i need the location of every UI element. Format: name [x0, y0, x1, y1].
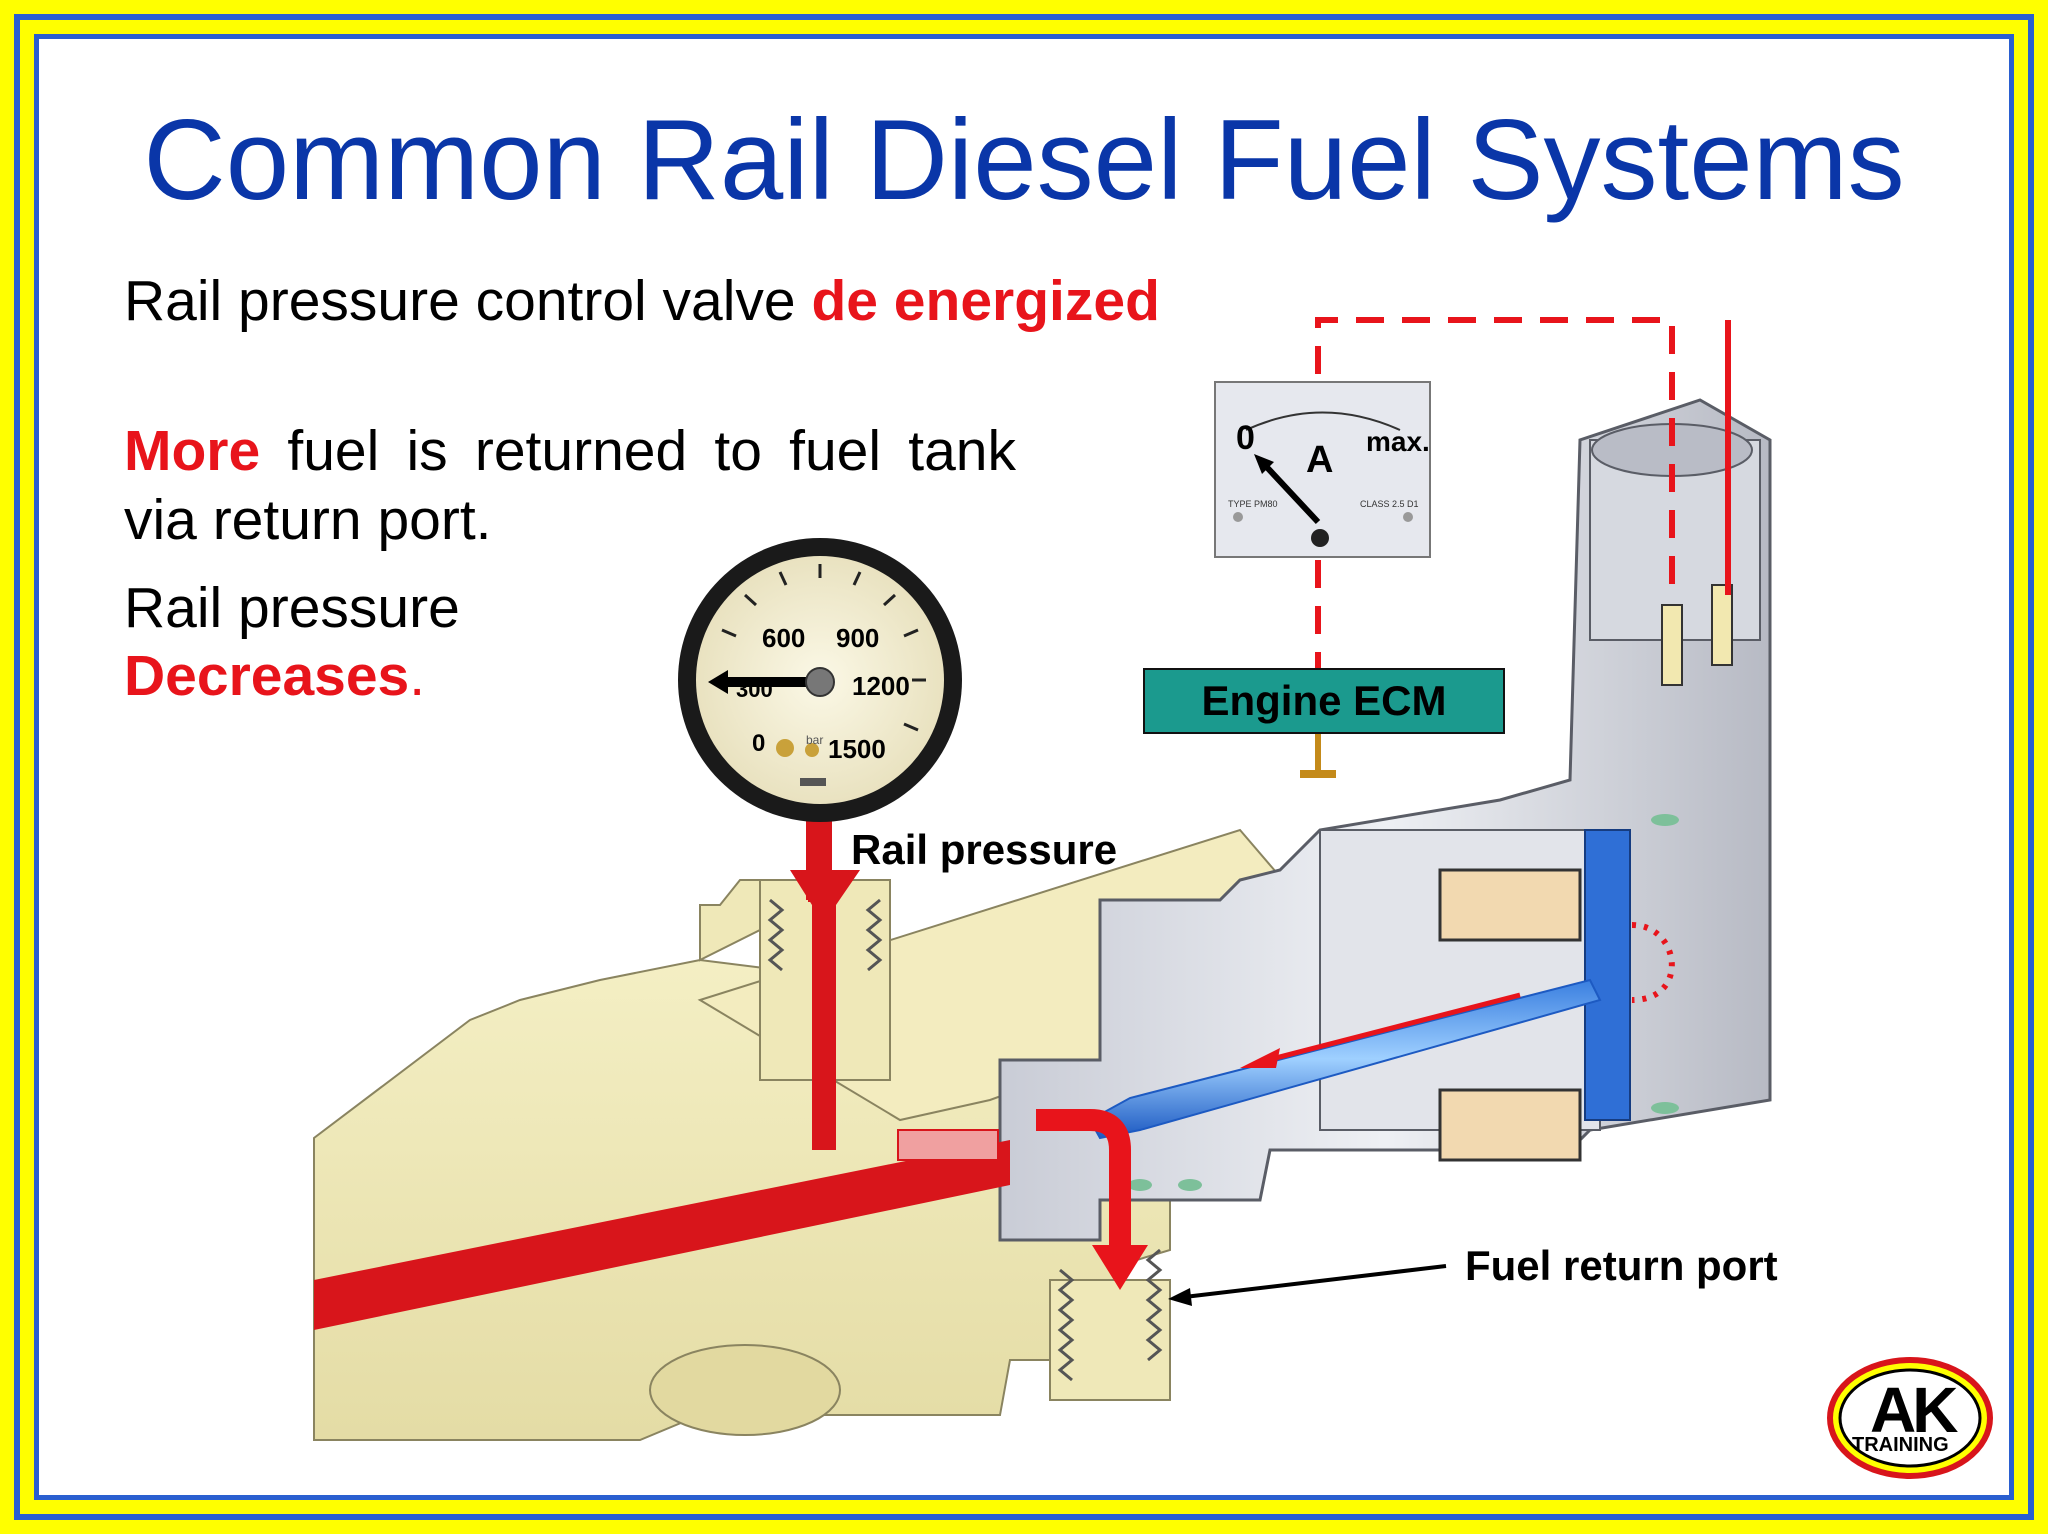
gauge-label-900: 900 — [836, 623, 880, 653]
engine-ecm-label: Engine ECM — [1201, 677, 1447, 724]
return-text-line-2: via return port. — [124, 488, 492, 552]
ak-training-logo — [1827, 1357, 1993, 1479]
outer-blue-frame — [14, 14, 2034, 1520]
page-title: Common Rail Diesel Fuel Systems — [143, 97, 1905, 224]
pressure-gauge — [678, 538, 962, 900]
gauge-label-1500: 1500 — [828, 734, 886, 764]
fuel-return-port-label: Fuel return port — [1465, 1242, 1778, 1289]
ammeter — [1214, 381, 1431, 558]
gauge-unit-label: bar — [806, 733, 824, 747]
return-word-1: fuel — [287, 419, 380, 483]
return-word-3: returned — [474, 419, 688, 483]
return-text-line-1: More fuel is returned to fuel tank — [124, 418, 1016, 484]
return-emphasis: More — [124, 419, 261, 483]
return-word-2: is — [406, 419, 448, 483]
return-word-6: tank — [908, 419, 1016, 483]
pressure-text-line-1: Rail pressure — [124, 576, 460, 640]
pressure-period: . — [409, 644, 426, 708]
pressure-text-line-2: Decreases. — [124, 643, 425, 709]
valve-status-line: Rail pressure control valve de energized — [124, 268, 1160, 334]
valve-status-value: de energized — [811, 269, 1160, 333]
inner-yellow-frame — [20, 20, 2028, 1514]
logo-letters: AK — [1870, 1374, 1958, 1446]
ammeter-max-label: max. — [1366, 426, 1430, 457]
engine-ecm-box: Engine ECM — [1143, 668, 1505, 734]
gauge-label-600: 600 — [762, 623, 806, 653]
return-word-4: to — [714, 419, 762, 483]
return-port-pointer — [1168, 1264, 1447, 1306]
logo-word: TRAINING — [1852, 1434, 1949, 1456]
gauge-label-300: 300 — [736, 677, 773, 702]
gauge-label-1200: 1200 — [852, 671, 910, 701]
ammeter-type-text: TYPE PM80 — [1228, 499, 1278, 509]
return-word-5: fuel — [789, 419, 882, 483]
valve-housing — [998, 398, 1772, 1242]
gauge-label-0: 0 — [752, 730, 766, 757]
rail-pressure-label: Rail pressure — [851, 826, 1118, 873]
ammeter-zero-label: 0 — [1236, 419, 1255, 457]
inner-blue-frame — [34, 34, 2014, 1500]
pressure-status: Decreases — [124, 644, 410, 708]
valve-status-prefix: Rail pressure control valve — [124, 269, 812, 333]
ammeter-unit-label: A — [1306, 439, 1334, 481]
ammeter-class-text: CLASS 2.5 D1 — [1360, 499, 1419, 509]
